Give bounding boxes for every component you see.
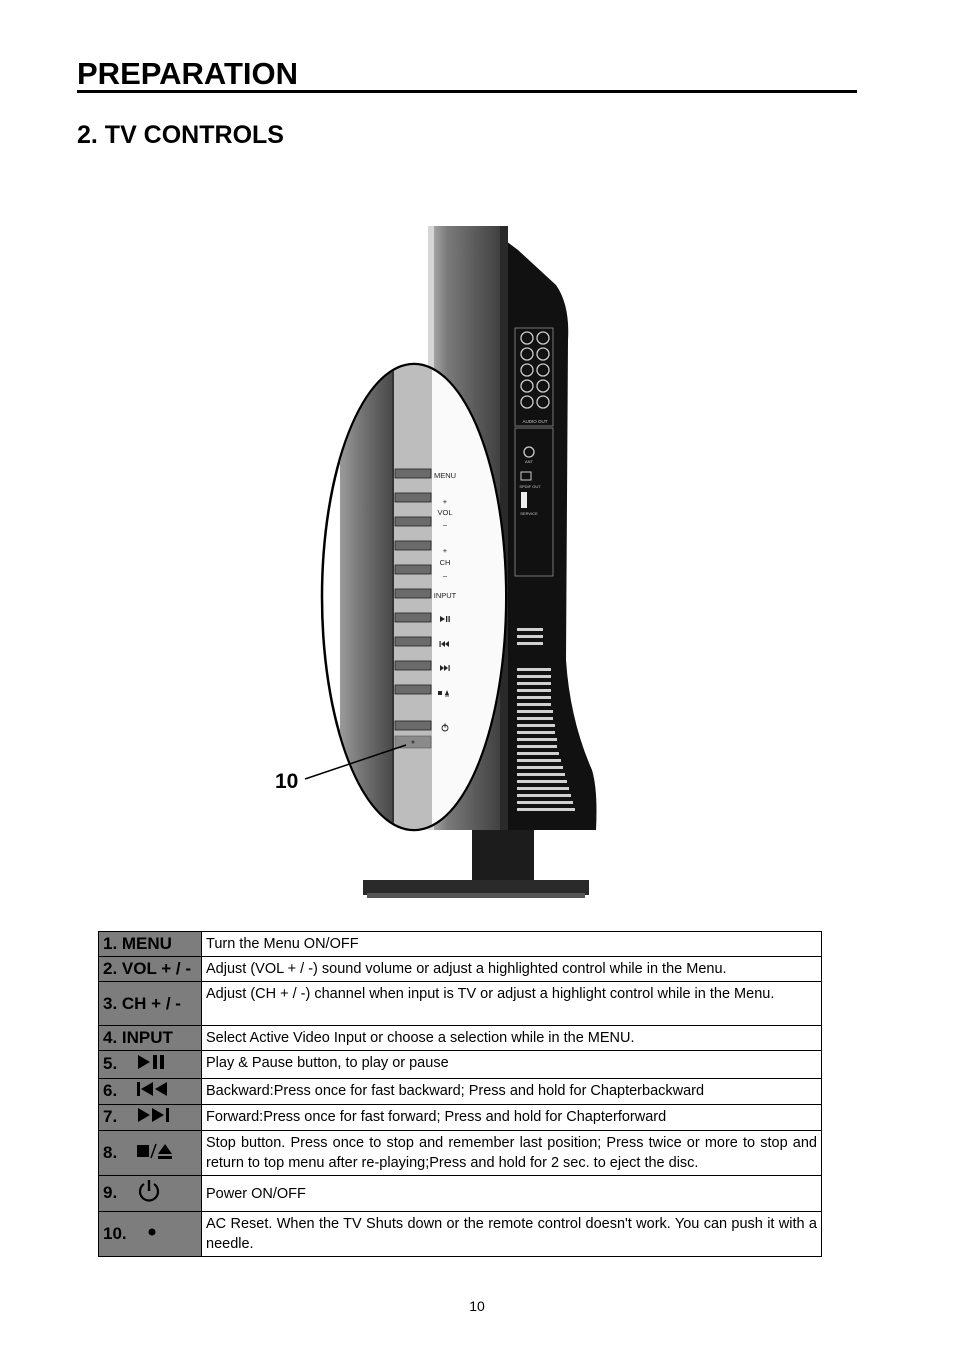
control-description: Stop button. Press once to stop and reme… [201,1130,822,1177]
table-row: 9. Power ON/OFF [98,1175,822,1213]
control-key: 6. [98,1077,202,1106]
control-number: 8. [103,1142,118,1162]
control-number: 6. [103,1081,118,1100]
control-key: 1. MENU [98,931,202,957]
skip-forward-icon [136,1107,170,1128]
next-mini-icon [440,665,450,671]
audio-out-label: AUDIO OUT [522,419,547,424]
side-button-ch-minus [394,564,432,575]
spdif-label: SPDIF OUT [519,484,541,489]
tv-stand [363,830,589,898]
side-button-input [394,588,432,599]
table-row: 3. CH + / - Adjust (CH + / -) channel wh… [98,981,822,1026]
table-row: 4. INPUT Select Active Video Input or ch… [98,1025,822,1051]
section-rule [77,90,857,93]
side-button-vol-plus [394,492,432,503]
label-menu: MENU [434,471,456,480]
control-key: 7. [98,1104,202,1132]
side-button-power [394,720,432,731]
side-button-vol-minus [394,516,432,527]
side-button-ch-plus [394,540,432,551]
skip-backward-icon [136,1081,170,1102]
power-mini-icon [441,723,449,732]
ant-label: ANT [525,459,534,464]
side-button-prev [394,636,432,647]
table-row: 7. Forward:Press once for fast forward; … [98,1104,822,1132]
page-number: 10 [469,1298,485,1314]
subtitle: 2. TV CONTROLS [77,121,284,149]
prev-mini-icon [439,641,449,647]
stop-eject-mini-icon [438,690,449,697]
jack-panel: AUDIO OUT ANT SPDIF OUT SERVICE [514,327,554,577]
label-vol: VOL [437,508,452,517]
control-description: Power ON/OFF [201,1175,822,1213]
control-description: Adjust (VOL + / -) sound volume or adjus… [201,956,822,982]
table-row: 5. Play & Pause button, to play or pause [98,1050,822,1079]
control-number: 5. [103,1053,118,1073]
control-description: Adjust (CH + / -) channel when input is … [201,981,822,1026]
control-description: AC Reset. When the TV Shuts down or the … [201,1211,822,1258]
control-number: 7. [103,1107,118,1127]
control-description: Backward:Press once for fast backward; P… [201,1077,822,1106]
stop-eject-icon [136,1142,174,1165]
side-button-stop-eject [394,684,432,695]
table-row: 6. Backward:Press once for fast backward… [98,1077,822,1106]
table-row: 10. AC Reset. When the TV Shuts down or … [98,1211,822,1258]
control-key: 4. INPUT [98,1025,202,1051]
play-pause-icon [136,1053,166,1076]
label-ch: CH [440,558,451,567]
label-vol-plus: + [443,497,448,506]
vent-slots [517,628,575,811]
label-ch-minus: – [443,571,448,580]
section-title: PREPARATION [77,56,299,91]
control-description: Play & Pause button, to play or pause [201,1050,822,1079]
control-key: 9. [98,1175,202,1213]
label-ch-plus: + [443,546,448,555]
side-button-strip: MENU + VOL – + CH – INPUT [394,468,457,749]
control-number: 10. [103,1223,127,1243]
control-number: 9. [103,1183,118,1203]
power-icon [136,1178,162,1209]
callout-line [304,744,407,780]
control-key: 5. [98,1050,202,1079]
side-button-next [394,660,432,671]
control-description: Forward:Press once for fast forward; Pre… [201,1104,822,1132]
control-key: 10. [98,1211,202,1258]
callout-number: 10 [275,770,298,793]
service-label: SERVICE [520,511,538,516]
table-row: 8. Stop button. Press once to stop and r… [98,1130,822,1177]
label-input: INPUT [434,591,457,600]
tv-side-view-illustration: AUDIO OUT ANT SPDIF OUT SERVICE [275,226,597,898]
control-key: 8. [98,1130,202,1177]
controls-table: 1. MENU Turn the Menu ON/OFF 2. VOL + / … [98,931,822,1258]
control-key: 3. CH + / - [98,981,202,1026]
control-key: 2. VOL + / - [98,956,202,982]
table-row: 1. MENU Turn the Menu ON/OFF [98,931,822,957]
table-row: 2. VOL + / - Adjust (VOL + / -) sound vo… [98,956,822,982]
reset-hole [411,740,415,744]
control-description: Turn the Menu ON/OFF [201,931,822,957]
play-pause-mini-icon [440,616,450,622]
side-button-menu [394,468,432,479]
side-button-play-pause [394,612,432,623]
label-vol-minus: – [443,520,448,529]
dot-icon [145,1224,159,1244]
control-description: Select Active Video Input or choose a se… [201,1025,822,1051]
